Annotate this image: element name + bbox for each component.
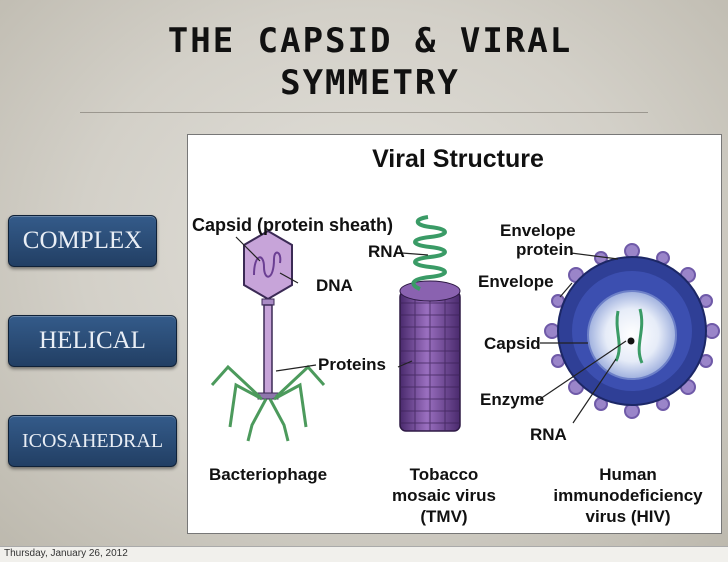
hiv-rna-2: [637, 308, 644, 364]
hiv-spikes: [544, 243, 720, 419]
caption-hiv-3: virus (HIV): [585, 507, 670, 526]
slide-footer: Thursday, January 26, 2012: [0, 546, 728, 562]
hiv-capsid: [587, 290, 677, 380]
viral-structure-figure: Viral Structure: [187, 134, 722, 534]
caption-hiv-1: Human: [599, 465, 657, 484]
bacteriophage-illustration: [210, 229, 326, 442]
tmv-illustration: [399, 215, 461, 432]
footer-date: Thursday, January 26, 2012: [4, 548, 128, 559]
caption-tmv-2: mosaic virus: [392, 486, 496, 505]
hiv-illustration: [544, 243, 720, 419]
title-line-2: SYMMETRY: [280, 63, 460, 103]
label-enzyme: Enzyme: [480, 390, 544, 409]
viral-structure-svg: Viral Structure: [192, 145, 720, 526]
label-proteins: Proteins: [318, 355, 386, 374]
label-envelope-protein-2: protein: [516, 240, 574, 259]
phage-tail: [263, 304, 273, 398]
phage-head: [243, 229, 293, 301]
caption-tmv-1: Tobacco: [410, 465, 479, 484]
title-divider: [80, 112, 648, 113]
tmv-protein-subunits: [400, 291, 460, 431]
tag-icosahedral[interactable]: ICOSAHEDRAL: [8, 415, 177, 467]
phage-tail-fibers: [210, 364, 326, 442]
tag-helical[interactable]: HELICAL: [8, 315, 177, 367]
caption-tmv-3: (TMV): [420, 507, 467, 526]
phage-dna: [253, 251, 282, 278]
label-capsid-hiv: Capsid: [484, 334, 541, 353]
label-rna-hiv: RNA: [530, 425, 567, 444]
phage-collar: [261, 298, 275, 306]
label-envelope: Envelope: [478, 272, 554, 291]
figure-heading: Viral Structure: [372, 145, 544, 173]
label-leader-lines: [235, 236, 627, 424]
tmv-top: [399, 280, 461, 302]
tag-complex[interactable]: COMPLEX: [8, 215, 157, 267]
slide-title: THE CAPSID & VIRAL SYMMETRY: [110, 20, 630, 104]
hiv-enzyme: [627, 337, 635, 345]
label-capsid: Capsid (protein sheath): [192, 215, 393, 235]
caption-hiv-2: immunodeficiency: [553, 486, 703, 505]
hiv-rna-1: [614, 310, 621, 362]
title-line-1: THE CAPSID & VIRAL: [167, 21, 573, 61]
label-dna: DNA: [316, 276, 353, 295]
caption-bacteriophage: Bacteriophage: [209, 465, 327, 484]
label-envelope-protein-1: Envelope: [500, 221, 576, 240]
tmv-rna-helix: [411, 215, 447, 291]
slide: THE CAPSID & VIRAL SYMMETRY COMPLEX HELI…: [0, 0, 728, 546]
label-rna-tmv: RNA: [368, 242, 405, 261]
